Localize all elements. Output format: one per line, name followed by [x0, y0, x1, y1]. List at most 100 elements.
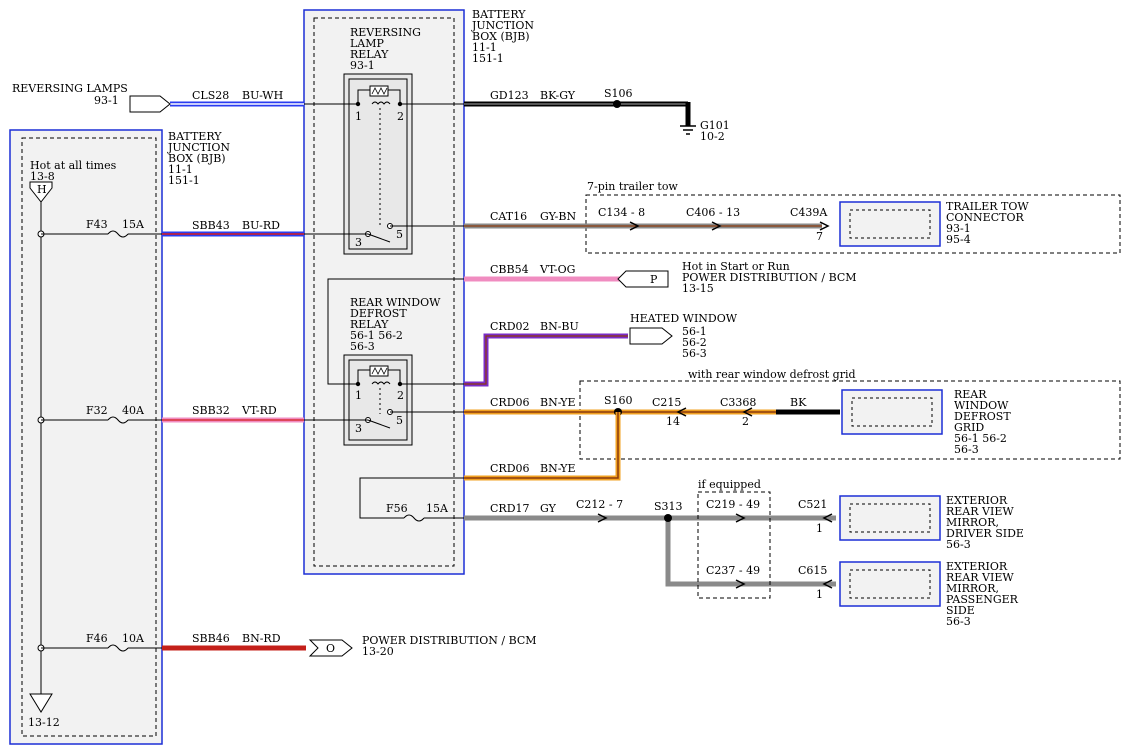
- connector-bottom-symbol: [29, 693, 53, 713]
- wire-crd06a-circuit: CRD06: [490, 396, 530, 409]
- splice-s160-label: S160: [604, 394, 633, 407]
- connector-c521-pin: 1: [816, 522, 823, 535]
- connector-c615-pin: 1: [816, 588, 823, 601]
- wire-crd02-circuit: CRD02: [490, 320, 530, 333]
- wire-crd06b-color: BN-YE: [540, 462, 576, 475]
- defrost-grid-box: [841, 389, 943, 435]
- connector-c219: C219 - 49: [706, 498, 760, 511]
- reversing-relay-pin5: 5: [396, 228, 403, 241]
- fuse-f46-symbol: [107, 644, 129, 652]
- connector-c439a-pin: 7: [816, 230, 823, 243]
- wire-cls28-color: BU-WH: [242, 89, 283, 102]
- fuse-f56-name: F56: [386, 502, 408, 515]
- defrost-relay-title: REAR WINDOW DEFROST RELAY 56-1 56-2 56-3: [350, 296, 444, 353]
- connector-c406: C406 - 13: [686, 206, 740, 219]
- defrost-relay-inner: [348, 359, 408, 441]
- mirror-driver-box: [839, 495, 941, 541]
- fuse-f32-symbol: [107, 416, 129, 424]
- reversing-relay-pin3: 3: [355, 236, 362, 249]
- if-equipped-label: if equipped: [698, 478, 761, 491]
- reversing-lamps-connector: [129, 95, 171, 113]
- fuse-f56-symbol: [403, 514, 425, 522]
- hot-ref: 13-8: [30, 170, 55, 183]
- power-dist-p-label: Hot in Start or Run POWER DISTRIBUTION /…: [682, 260, 860, 295]
- reversing-relay-title: REVERSING LAMP RELAY 93-1: [350, 26, 424, 72]
- bjb-main-title: BATTERY JUNCTION BOX (BJB) 11-1 151-1: [471, 8, 538, 65]
- defrost-relay-pin5: 5: [396, 414, 403, 427]
- reversing-lamps-ref: 93-1: [94, 94, 119, 107]
- bjb-left-title: BATTERY JUNCTION BOX (BJB) 11-1 151-1: [167, 130, 234, 187]
- reversing-lamps-name: REVERSING LAMPS: [12, 82, 128, 95]
- internal-wire-cbb54: [327, 278, 464, 385]
- mirror-driver-label: EXTERIOR REAR VIEW MIRROR, DRIVER SIDE 5…: [946, 494, 1027, 551]
- splice-s106: [613, 100, 621, 108]
- power-dist-o-connector: [308, 639, 353, 657]
- connector-h-symbol: [29, 181, 53, 203]
- connector-c215: C215: [652, 396, 681, 409]
- connector-c134: C134 - 8: [598, 206, 645, 219]
- heated-window-connector: [629, 327, 673, 345]
- connector-c439a: C439A: [790, 206, 828, 219]
- wire-crd02-color: BN-BU: [540, 320, 579, 333]
- mirror-passenger-box: [839, 561, 941, 607]
- mirror-passenger-label: EXTERIOR REAR VIEW MIRROR, PASSENGER SID…: [946, 560, 1021, 628]
- fuse-f43-rating: 15A: [122, 218, 145, 231]
- wire-bk-color: BK: [790, 396, 807, 409]
- fuse-f46-name: F46: [86, 632, 108, 645]
- defrost-grid-group: [579, 380, 1121, 460]
- fuse-f32-rating: 40A: [122, 404, 145, 417]
- reversing-relay-pin1: 1: [355, 110, 362, 123]
- bjb-left-inner-dashed: [21, 137, 157, 737]
- connector-c215-pin: 14: [666, 415, 680, 428]
- connector-c3368: C3368: [720, 396, 756, 409]
- wire-sbb43-circuit: SBB43: [192, 219, 230, 232]
- splice-s106-label: S106: [604, 87, 633, 100]
- wire-crd17-circuit: CRD17: [490, 502, 530, 515]
- wire-sbb46-color: BN-RD: [242, 632, 281, 645]
- ground-g101-name: G101: [700, 119, 730, 132]
- defrost-relay-pin2: 2: [397, 389, 404, 402]
- reversing-relay-pin2: 2: [397, 110, 404, 123]
- trailer-tow-connector-label: TRAILER TOW CONNECTOR 93-1 95-4: [946, 200, 1032, 246]
- wire-crd02: [464, 333, 628, 387]
- connector-c521: C521: [798, 498, 827, 511]
- defrost-grid-label: REAR WINDOW DEFROST GRID 56-1 56-2 56-3: [954, 388, 1014, 456]
- fuse-f56-rating: 15A: [426, 502, 449, 515]
- reversing-relay-box: [343, 73, 413, 255]
- wire-cbb54-circuit: CBB54: [490, 263, 529, 276]
- hot-at-all-times-label: Hot at all times: [30, 159, 117, 172]
- power-dist-p-connector: [617, 270, 669, 288]
- bottom-ref: 13-12: [28, 716, 60, 729]
- ground-g101-ref: 10-2: [700, 130, 725, 143]
- wire-gd123-circuit: GD123: [490, 89, 529, 102]
- heated-window-refs: 56-1 56-2 56-3: [682, 325, 710, 360]
- wire-crd17-branch: [665, 518, 836, 587]
- wire-sbb43-color: BU-RD: [242, 219, 280, 232]
- wire-cbb54-color: VT-OG: [539, 263, 575, 276]
- wire-crd17-color: GY: [540, 502, 557, 515]
- fuse-f46-rating: 10A: [122, 632, 145, 645]
- wire-cat16-circuit: CAT16: [490, 210, 527, 223]
- wire-crd06a-color: BN-YE: [540, 396, 576, 409]
- defrost-relay-pin3: 3: [355, 422, 362, 435]
- power-dist-o-label: POWER DISTRIBUTION / BCM 13-20: [362, 634, 540, 658]
- defrost-grid-group-label: with rear window defrost grid: [688, 368, 856, 381]
- defrost-relay-pin1: 1: [355, 389, 362, 402]
- wire-crd06b-circuit: CRD06: [490, 462, 530, 475]
- fuse-f43-name: F43: [86, 218, 108, 231]
- if-equipped-group: [697, 491, 771, 599]
- connector-c212: C212 - 7: [576, 498, 623, 511]
- bjb-main-inner-dashed: [313, 17, 455, 567]
- wire-sbb32-circuit: SBB32: [192, 404, 230, 417]
- trailer-tow-connector-box: [839, 201, 941, 247]
- splice-s313: [664, 514, 672, 522]
- fuse-f32-name: F32: [86, 404, 108, 417]
- power-dist-o-letter: O: [326, 642, 335, 655]
- connector-c615: C615: [798, 564, 827, 577]
- wire-sbb32-color: VT-RD: [241, 404, 277, 417]
- reversing-relay-inner: [348, 78, 408, 250]
- wire-sbb46-circuit: SBB46: [192, 632, 230, 645]
- wire-cls28-circuit: CLS28: [192, 89, 229, 102]
- trailer-tow-group-label: 7-pin trailer tow: [587, 180, 678, 193]
